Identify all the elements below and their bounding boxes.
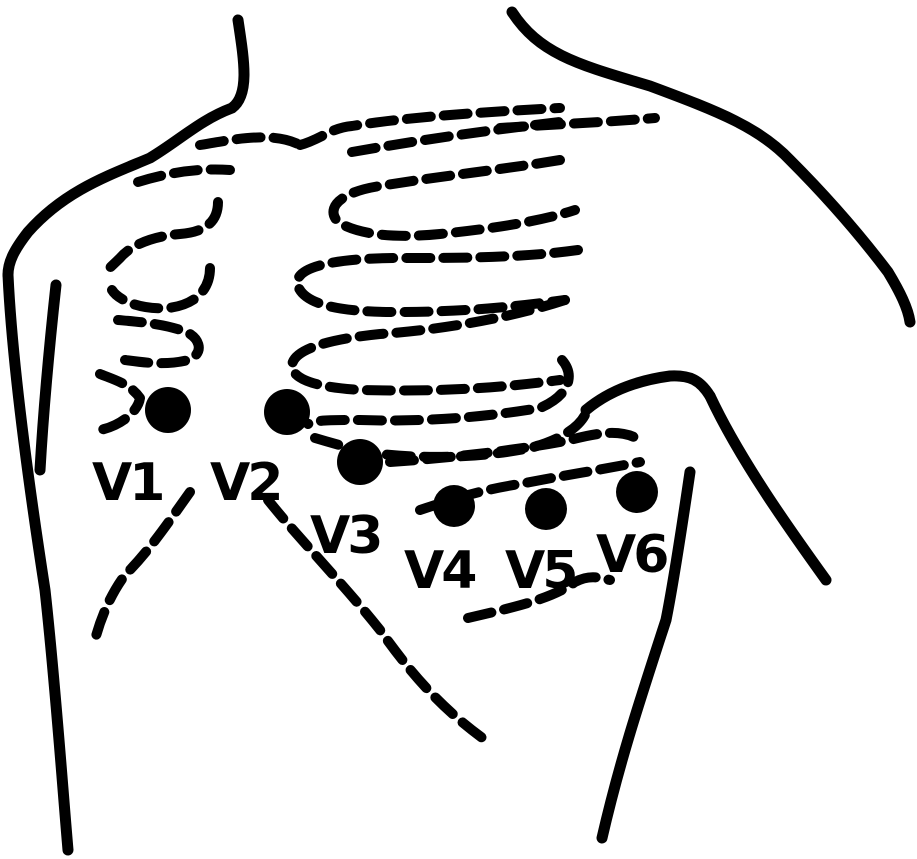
label-v3: V3 xyxy=(310,506,380,566)
electrode-v6-group: V6 xyxy=(596,471,667,585)
rib-right-2 xyxy=(333,160,575,236)
electrode-v6 xyxy=(616,471,658,513)
rib-right-7 xyxy=(390,433,636,462)
electrode-v5 xyxy=(525,488,567,530)
costal-margin-left xyxy=(95,492,190,640)
lower-margins xyxy=(95,492,488,742)
electrode-v1 xyxy=(145,387,191,433)
left-arm-line xyxy=(40,285,56,470)
label-v2: V2 xyxy=(210,453,280,513)
label-v1: V1 xyxy=(92,453,162,513)
electrode-v2 xyxy=(264,389,310,435)
label-v6: V6 xyxy=(596,525,667,585)
electrode-v3-group: V3 xyxy=(310,439,383,566)
right-arm-line xyxy=(710,396,826,580)
left-upper-rib xyxy=(138,170,230,183)
rib-right-3 xyxy=(297,250,578,312)
neck-right-line xyxy=(512,12,910,322)
electrode-v2-group: V2 xyxy=(210,389,310,513)
rib-left-2 xyxy=(112,268,210,308)
label-v4: V4 xyxy=(404,541,475,601)
electrode-v4-group: V4 xyxy=(404,485,475,601)
rib-left-3 xyxy=(118,320,199,363)
electrode-v3 xyxy=(337,439,383,485)
rib-left-4 xyxy=(100,374,140,430)
right-armpit-line xyxy=(586,376,710,410)
left-side-line xyxy=(8,275,68,850)
label-v5: V5 xyxy=(505,541,575,601)
rib-left-1 xyxy=(105,202,218,276)
left-clavicle xyxy=(200,137,300,145)
electrode-v5-group: V5 xyxy=(505,488,575,601)
electrode-v4 xyxy=(433,485,475,527)
